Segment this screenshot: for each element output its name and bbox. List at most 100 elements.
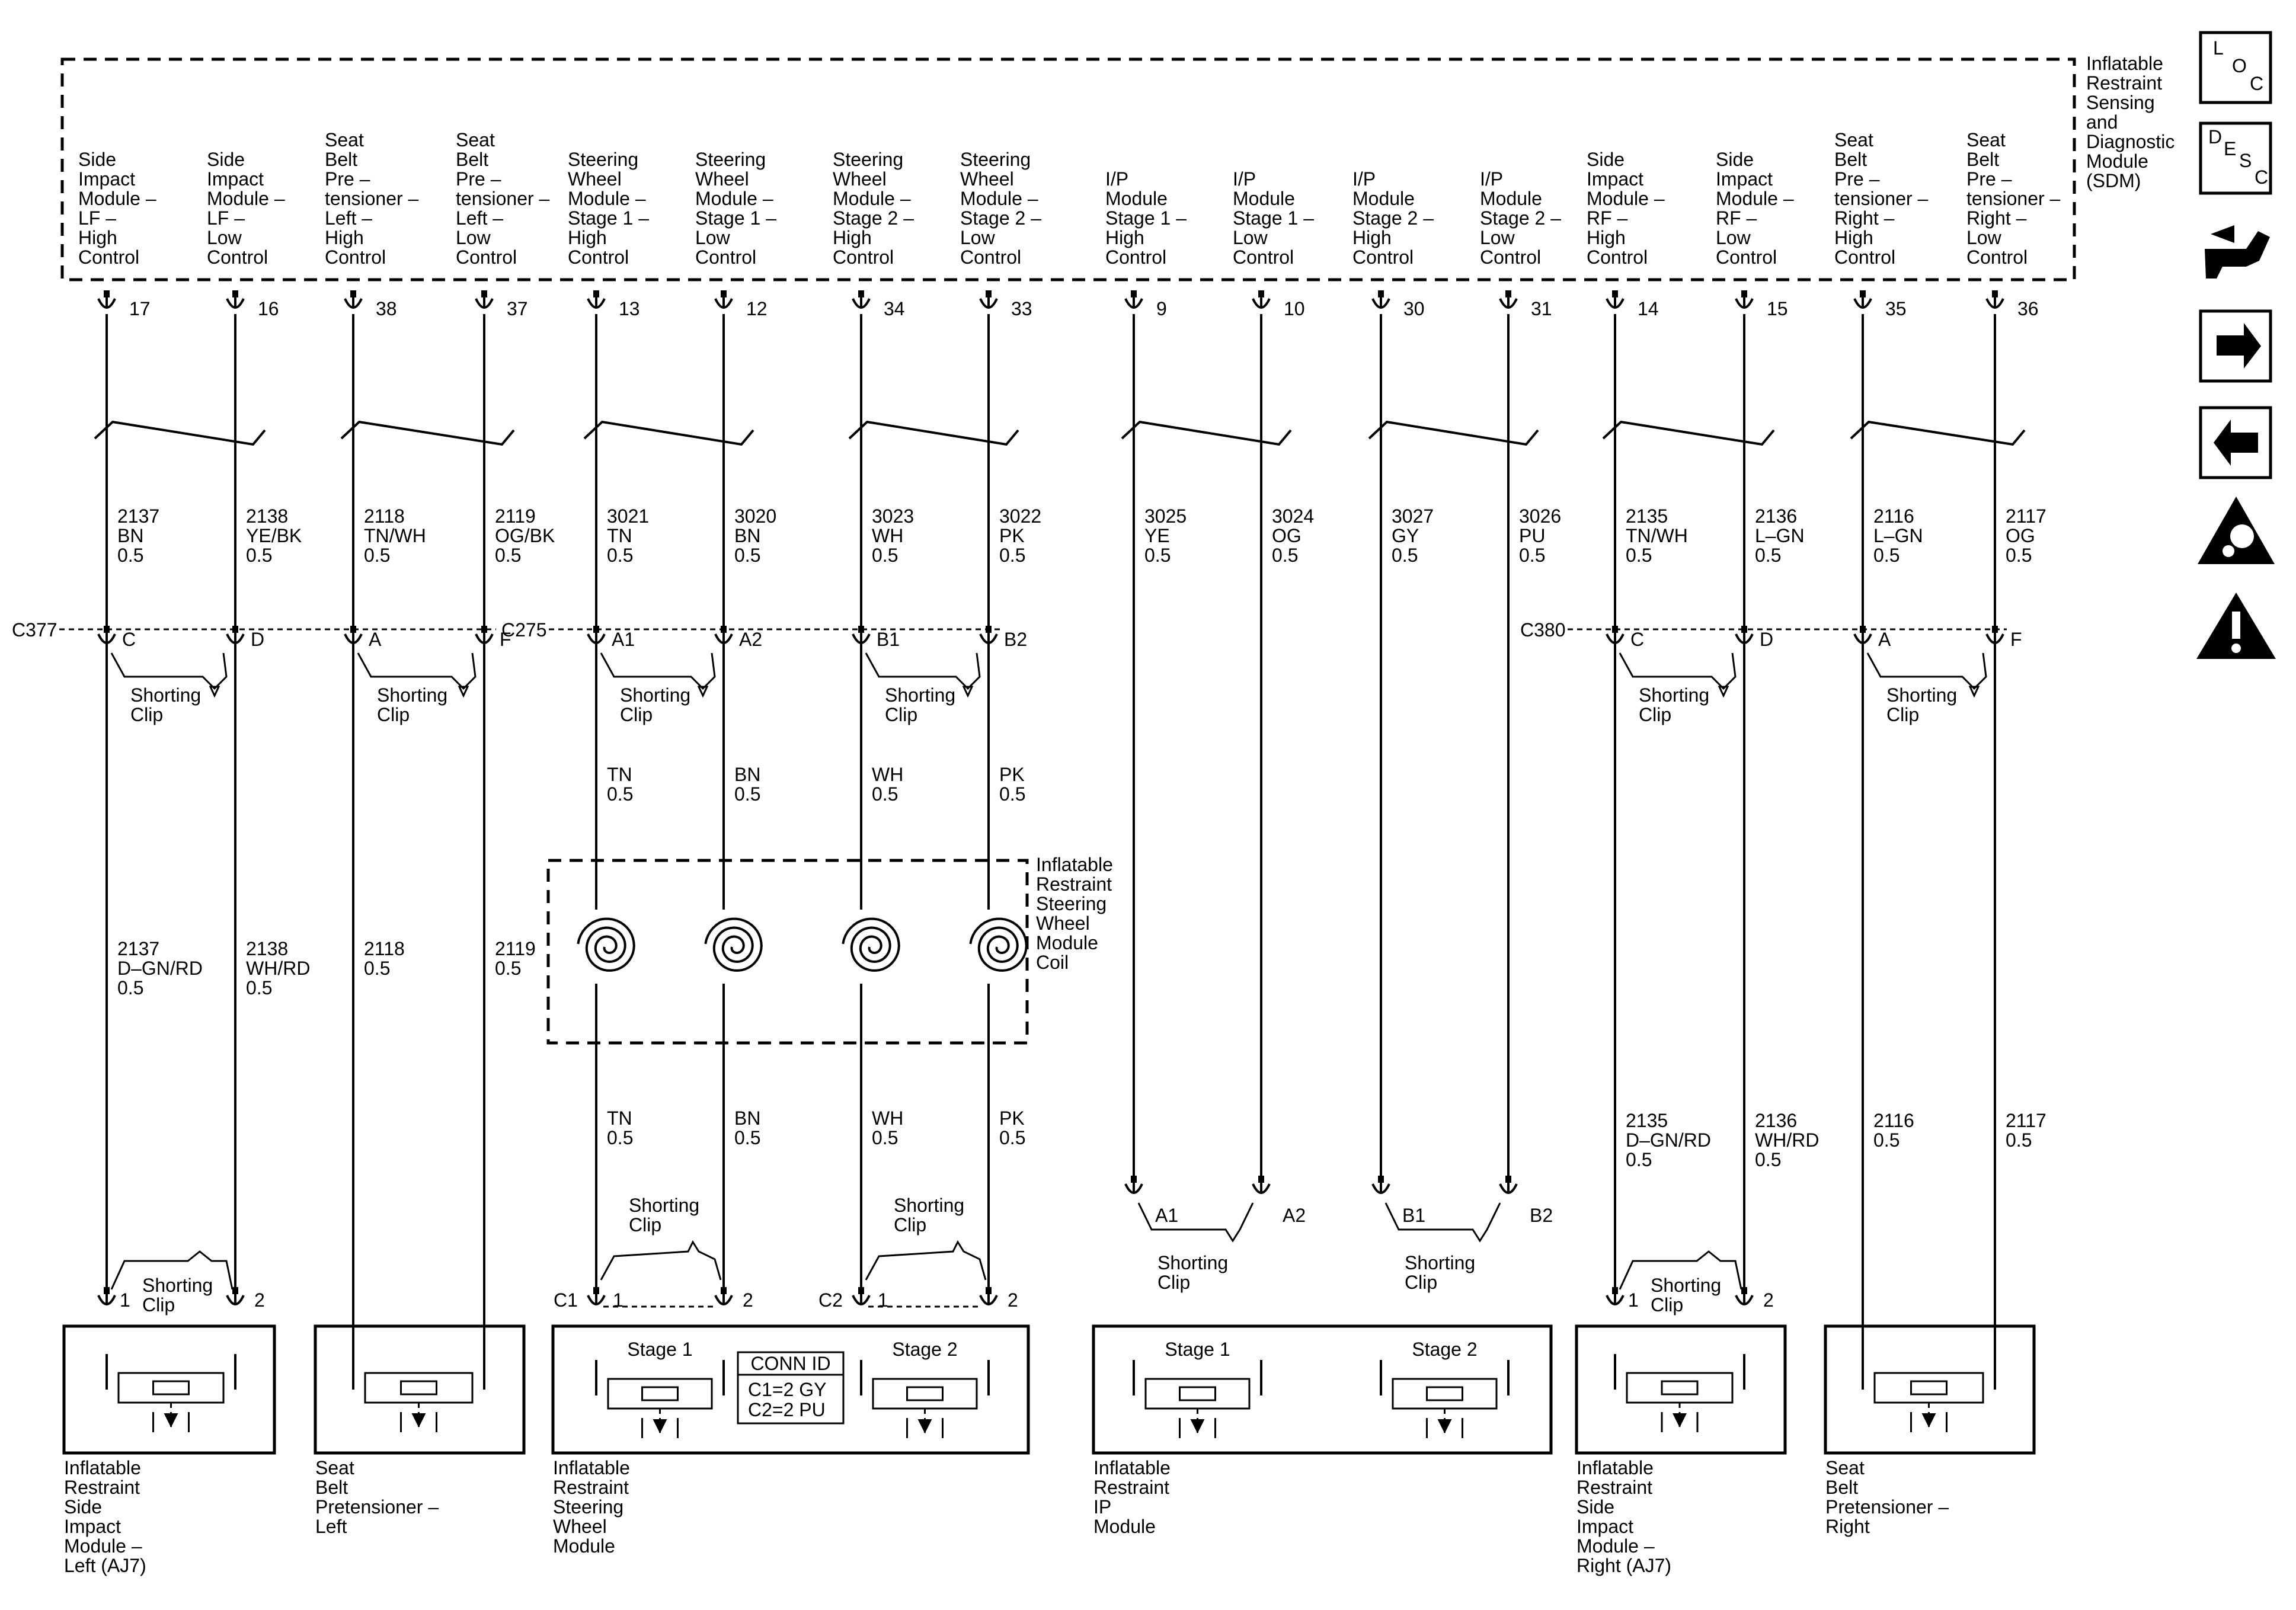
- connector-pin-label: F: [500, 629, 511, 650]
- loc-letter: L: [2213, 37, 2224, 59]
- wire-spec: 0.5: [607, 783, 633, 805]
- wire-spec: PK: [999, 525, 1025, 546]
- sdm-circuit-desc: tensioner –: [1966, 188, 2061, 209]
- wire-spec: 2116: [1873, 505, 1914, 527]
- wire-spec: 3021: [607, 505, 649, 527]
- sdm-pin-37: [475, 298, 494, 309]
- squib-arrow: [411, 1413, 426, 1427]
- ip-connector-pin-tip: [1505, 1176, 1511, 1183]
- desc-button[interactable]: [2199, 121, 2272, 195]
- ip-pin-label: A1: [1155, 1205, 1178, 1226]
- wire-spec: WH: [872, 1108, 903, 1129]
- sdm-circuit-desc: Belt: [456, 149, 488, 170]
- wire-spec: BN: [734, 1108, 760, 1129]
- module-pin: [852, 1295, 871, 1305]
- sdm-pin-9-tip: [1131, 290, 1137, 297]
- module-label: Module: [1093, 1516, 1156, 1537]
- sdm-pin-35: [1853, 298, 1872, 309]
- wire-spec: 0.5: [495, 958, 521, 979]
- module-pin-label: 1: [1628, 1289, 1639, 1311]
- wire-spec: WH/RD: [246, 958, 310, 979]
- wire-spec: 2116: [1873, 1110, 1914, 1131]
- module-label: Restraint: [64, 1477, 140, 1498]
- sdm-circuit-desc: Side: [207, 149, 245, 170]
- wire-break-mark: [1850, 420, 2026, 446]
- arrow-right-icon[interactable]: [2217, 323, 2261, 369]
- sdm-circuit-desc: High: [325, 227, 364, 248]
- sdm-pin-14: [1606, 298, 1625, 309]
- wire-spec: 0.5: [1873, 545, 1900, 566]
- wire-spec: 0.5: [495, 545, 521, 566]
- connector-tools-icon-arrow[interactable]: [2211, 225, 2234, 243]
- sdm-circuit-desc: Module –: [207, 188, 285, 209]
- loc-button[interactable]: [2199, 31, 2272, 104]
- sdm-circuit-desc: Control: [1105, 247, 1166, 268]
- sdm-circuit-desc: Module –: [78, 188, 156, 209]
- sdm-circuit-desc: Right –: [1834, 207, 1895, 229]
- sdm-circuit-desc: RF –: [1716, 207, 1757, 229]
- sdm-circuit-desc: Low: [960, 227, 996, 248]
- arrow-left-icon[interactable]: [2214, 420, 2258, 466]
- module-label: IP: [1093, 1496, 1111, 1518]
- sdm-circuit-desc: Control: [1834, 247, 1895, 268]
- module-pin: [1735, 1295, 1754, 1305]
- sdm-pin-17: [97, 298, 116, 309]
- sdm-label-line: Sensing: [2086, 92, 2155, 113]
- wire-spec: 0.5: [1144, 545, 1171, 566]
- sdm-pin-number: 37: [507, 298, 528, 319]
- sdm-circuit-desc: Module –: [960, 188, 1038, 209]
- sdm-pin-30-tip: [1378, 290, 1384, 297]
- sdm-circuit-desc: I/P: [1352, 168, 1376, 190]
- sdm-pin-35-tip: [1860, 290, 1866, 297]
- sdm-circuit-desc: I/P: [1233, 168, 1256, 190]
- connector-pin-label: B1: [877, 629, 900, 650]
- squib-arrow: [1437, 1419, 1452, 1433]
- module-label: Pretensioner –: [1825, 1496, 1949, 1518]
- wire-spec: 0.5: [1873, 1129, 1900, 1151]
- connector-pin-tip: [1612, 626, 1618, 633]
- sdm-circuit-desc: Steering: [960, 149, 1031, 170]
- shorting-clip-label: Shorting: [377, 684, 447, 706]
- wire-spec: L–GN: [1873, 525, 1923, 546]
- squib-resistor: [1910, 1380, 1948, 1395]
- wire-spec: 3020: [734, 505, 776, 527]
- sdm-pin-number: 17: [129, 298, 151, 319]
- squib-resistor: [152, 1380, 190, 1395]
- shorting-clip-label: Shorting: [142, 1275, 213, 1296]
- sdm-pin-10: [1252, 298, 1271, 309]
- prev-button[interactable]: [2199, 406, 2272, 479]
- sdm-circuit-desc: Control: [325, 247, 386, 268]
- module-box: [1824, 1324, 2036, 1455]
- sdm-pin-number: 13: [619, 298, 640, 319]
- module-label: Pretensioner –: [315, 1496, 439, 1518]
- module-label: Right: [1825, 1516, 1870, 1537]
- sdm-circuit-desc: Side: [1716, 149, 1754, 170]
- coil-label: Restraint: [1036, 873, 1112, 895]
- connector-pin-tip: [858, 626, 864, 633]
- sdm-circuit-desc: Low: [1716, 227, 1751, 248]
- module-label: Seat: [315, 1457, 354, 1478]
- next-button[interactable]: [2199, 309, 2272, 383]
- connector-pin: [226, 633, 245, 644]
- wire-break-mark: [1121, 420, 1292, 446]
- connector-pin-tip: [350, 626, 356, 633]
- squib-resistor: [641, 1386, 679, 1401]
- sdm-pin-number: 15: [1767, 298, 1788, 319]
- sdm-circuit-desc: Module: [1352, 188, 1415, 209]
- wire-spec: 0.5: [734, 545, 760, 566]
- squib-body: [1144, 1378, 1251, 1410]
- wire-spec: D–GN/RD: [117, 958, 203, 979]
- sdm-circuit-desc: High: [1105, 227, 1144, 248]
- module-label: Restraint: [1576, 1477, 1652, 1498]
- connector-pin-tip: [1741, 626, 1747, 633]
- wire-spec: 0.5: [872, 783, 898, 805]
- connector-tools-icon[interactable]: [2205, 231, 2270, 279]
- sdm-circuit-desc: Control: [960, 247, 1021, 268]
